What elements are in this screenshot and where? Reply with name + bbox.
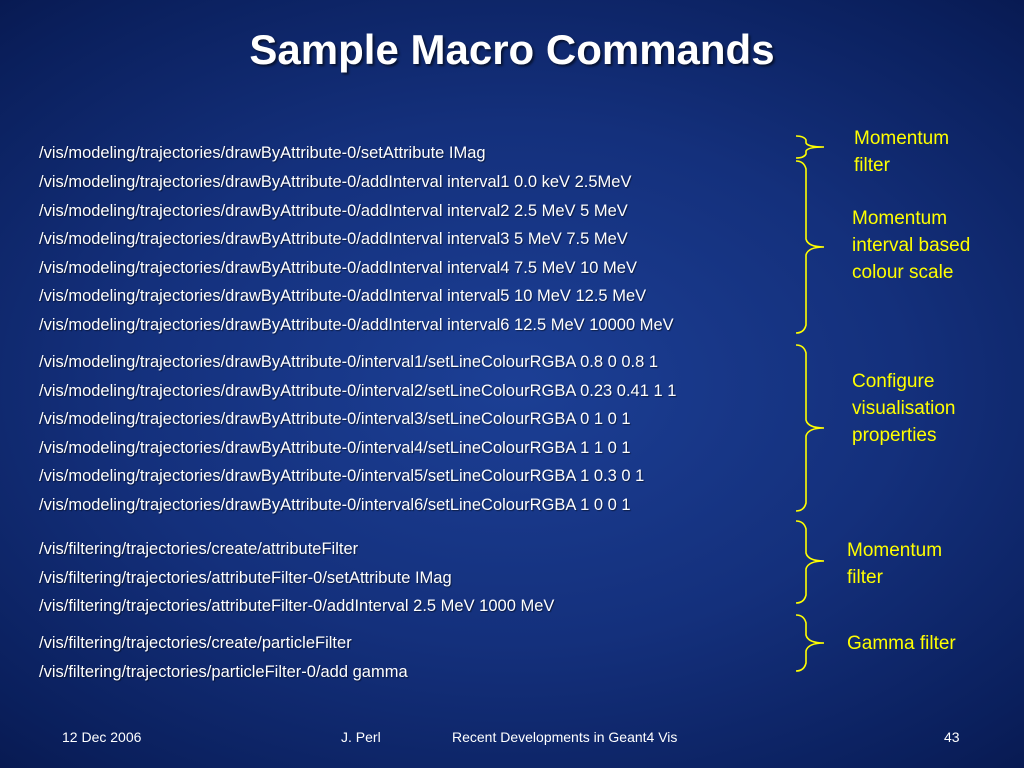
brace-colours bbox=[795, 344, 825, 512]
macro-command: /vis/filtering/trajectories/create/attri… bbox=[39, 540, 359, 558]
footer-page-number: 43 bbox=[944, 729, 960, 745]
command-group-attribute-filter: /vis/filtering/trajectories/create/attri… bbox=[39, 535, 554, 621]
annotation-line: Momentum bbox=[847, 540, 943, 561]
brace-intervals bbox=[795, 160, 825, 334]
macro-command: /vis/modeling/trajectories/drawByAttribu… bbox=[39, 201, 628, 220]
macro-command: /vis/filtering/trajectories/attributeFil… bbox=[39, 568, 452, 587]
macro-command: /vis/modeling/trajectories/drawByAttribu… bbox=[39, 467, 645, 485]
annotation-line: interval based bbox=[852, 235, 971, 256]
annotation-line: Configure bbox=[852, 371, 935, 392]
annotation-line: Momentum bbox=[852, 208, 948, 229]
footer-author: J. Perl bbox=[341, 729, 381, 745]
annotation-line: visualisation bbox=[852, 398, 956, 419]
annotation-line: filter bbox=[847, 567, 883, 588]
brace-momentum-attribute bbox=[795, 135, 825, 159]
annotation-line: properties bbox=[852, 425, 937, 446]
command-group-momentum-attribute: /vis/modeling/trajectories/drawByAttribu… bbox=[39, 139, 486, 168]
macro-command: /vis/modeling/trajectories/drawByAttribu… bbox=[39, 287, 647, 305]
annotation-line: Gamma filter bbox=[847, 633, 956, 654]
annotation-line: colour scale bbox=[852, 262, 954, 283]
command-group-colours: /vis/modeling/trajectories/drawByAttribu… bbox=[39, 348, 676, 519]
macro-command: /vis/modeling/trajectories/drawByAttribu… bbox=[39, 410, 631, 428]
footer-date: 12 Dec 2006 bbox=[62, 729, 142, 745]
macro-command: /vis/modeling/trajectories/drawByAttribu… bbox=[39, 353, 659, 371]
macro-command: /vis/modeling/trajectories/drawByAttribu… bbox=[39, 258, 637, 277]
macro-command: /vis/filtering/trajectories/attributeFil… bbox=[39, 597, 555, 615]
macro-command: /vis/filtering/trajectories/particleFilt… bbox=[39, 662, 408, 681]
brace-particle-filter bbox=[795, 614, 825, 672]
annotation-line: filter bbox=[854, 155, 890, 176]
annotation-momentum-filter: Momentum filter bbox=[854, 125, 949, 179]
annotation-gamma-filter: Gamma filter bbox=[847, 630, 956, 657]
annotation-line: Momentum bbox=[854, 128, 950, 149]
brace-attribute-filter bbox=[795, 520, 825, 604]
macro-command: /vis/modeling/trajectories/drawByAttribu… bbox=[39, 230, 628, 248]
macro-command: /vis/modeling/trajectories/drawByAttribu… bbox=[39, 495, 631, 514]
annotation-interval-colour-scale: Momentum interval based colour scale bbox=[852, 205, 970, 286]
footer-talk-title: Recent Developments in Geant4 Vis bbox=[452, 729, 678, 745]
command-group-intervals: /vis/modeling/trajectories/drawByAttribu… bbox=[39, 168, 674, 339]
macro-command: /vis/modeling/trajectories/drawByAttribu… bbox=[39, 438, 631, 457]
macro-command: /vis/modeling/trajectories/drawByAttribu… bbox=[39, 173, 632, 191]
macro-command: /vis/filtering/trajectories/create/parti… bbox=[39, 634, 352, 652]
annotation-momentum-filter-2: Momentum filter bbox=[847, 537, 942, 591]
slide-title: Sample Macro Commands bbox=[249, 26, 775, 73]
macro-command: /vis/modeling/trajectories/drawByAttribu… bbox=[39, 144, 486, 162]
annotation-configure-visualisation: Configure visualisation properties bbox=[852, 368, 956, 449]
command-group-particle-filter: /vis/filtering/trajectories/create/parti… bbox=[39, 629, 408, 686]
macro-command: /vis/modeling/trajectories/drawByAttribu… bbox=[39, 315, 674, 334]
macro-command: /vis/modeling/trajectories/drawByAttribu… bbox=[39, 381, 677, 400]
